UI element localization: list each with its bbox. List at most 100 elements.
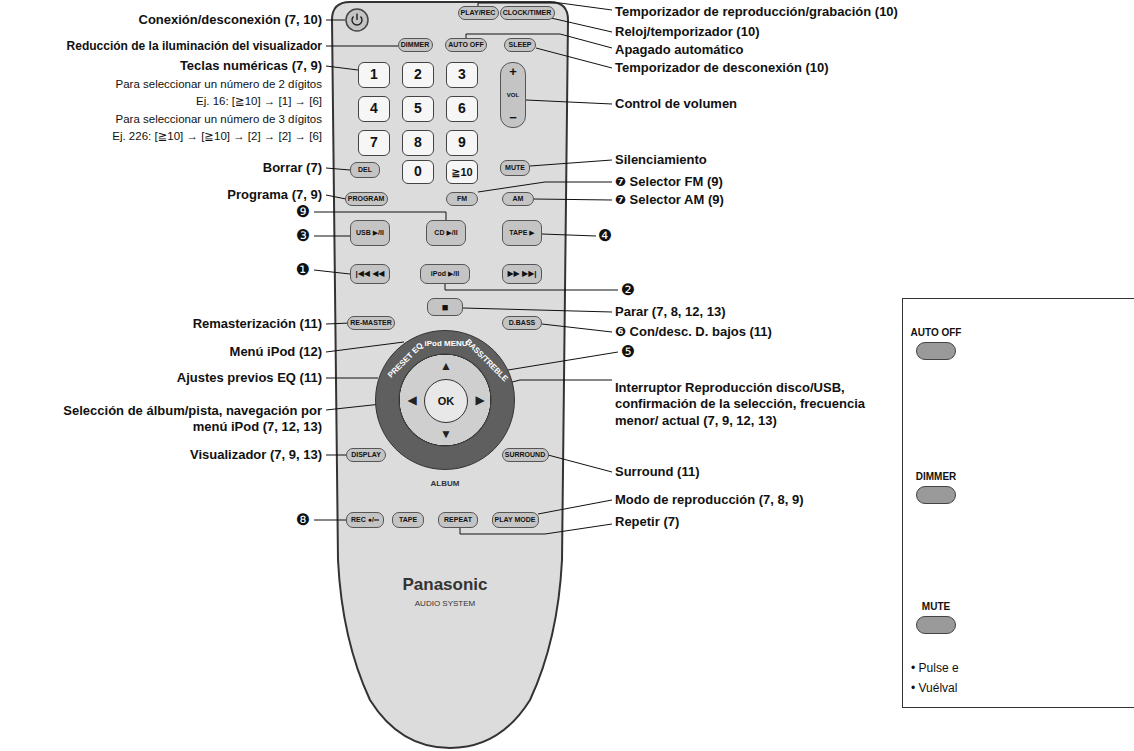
button-label: − [509, 111, 517, 125]
remote-button: DIMMER [906, 471, 966, 515]
callout-label: Ajustes previos EQ (11) [177, 370, 322, 386]
remote-button: OK [424, 379, 468, 423]
callout-label: Modo de reproducción (7, 8, 9) [615, 492, 804, 508]
key-label: ≧10 [451, 166, 472, 178]
callout-label: Programa (7, 9) [227, 187, 322, 203]
leader-line [542, 324, 612, 332]
leader-line [326, 195, 346, 199]
leader-line [326, 168, 350, 170]
button-label: Panasonic [402, 576, 487, 595]
leader-line [314, 520, 346, 521]
leader-line [314, 236, 350, 237]
callout-label: Menú iPod (12) [230, 344, 322, 360]
callout-number: ❸ [296, 226, 310, 246]
key-label: 3 [458, 67, 466, 82]
remote-button: MUTE [500, 160, 530, 176]
leader-line [326, 402, 400, 410]
remote-button: CLOCK/TIMER [500, 6, 555, 20]
callout-label: Para seleccionar un número de 2 dígitos [116, 77, 322, 91]
remote-button: SLEEP [504, 38, 536, 52]
callout-label: Remasterización (11) [193, 316, 322, 332]
callout-label: Teclas numéricas (7, 9) [180, 58, 322, 74]
callout-label: Reducción de la iluminación del visualiz… [67, 39, 322, 54]
leader-line [551, 18, 612, 32]
power-button-body [346, 9, 368, 31]
button-label: ▲ [440, 360, 452, 373]
leader-line [538, 500, 612, 514]
button-label: iPod ▶/II [431, 270, 459, 278]
callout-label: Ej. 226: [≧10] → [≧10] → [2] → [2] → [6] [112, 129, 322, 143]
callout-label: Para seleccionar un número de 3 dígitos [116, 112, 322, 126]
button-label: DISPLAY [351, 451, 381, 459]
remote-button: MUTE [906, 601, 966, 645]
remote-control: ALBUM PanasonicAUDIO SYSTEM PLAY/REC CLOCK/… [330, 0, 570, 751]
button-label: |◀◀ ◀◀ [355, 270, 384, 279]
button-label: iPod MENU [424, 340, 467, 349]
remote-button: USB ▶/II [350, 220, 390, 246]
button-label: AUDIO SYSTEM [415, 600, 475, 609]
button-label: MUTE [505, 164, 525, 172]
remote-button: DIMMER [398, 38, 433, 52]
leader-line [508, 352, 618, 370]
leader-line [326, 455, 346, 456]
leader-line [466, 380, 612, 394]
button-label: MUTE [922, 601, 950, 612]
button-label: REC ●/∞ [351, 516, 379, 524]
callout-label: Reloj/temporizador (10) [615, 24, 759, 40]
callout-label: Temporizador de desconexión (10) [615, 60, 829, 76]
button-label: SLEEP [509, 41, 532, 49]
button-label: ▶▶ ▶▶| [507, 270, 536, 279]
leader-line [326, 342, 404, 352]
callout-label: ❼ Selector AM (9) [615, 192, 724, 208]
button-label: ◀ [407, 394, 416, 407]
callout-number: ❽ [296, 510, 310, 530]
button-label: CLOCK/TIMER [503, 9, 552, 17]
button-label: SURROUND [505, 451, 545, 459]
leader-lines [314, 3, 618, 534]
button-label: CD ▶/II [434, 229, 457, 237]
remote-button: AUTO OFF [445, 38, 487, 52]
key-label: 8 [414, 135, 422, 150]
remote-button: RE-MASTER [347, 316, 395, 330]
leader-line [536, 48, 612, 68]
leader-line [466, 34, 612, 48]
button-label: REPEAT [444, 516, 472, 524]
button-label: FM [457, 195, 467, 203]
number-key: 8 [402, 130, 434, 156]
button-label: ALBUM [431, 480, 460, 489]
button-label: ▼ [440, 428, 452, 441]
remote-button: DISPLAY [346, 448, 386, 462]
number-key: 5 [402, 96, 434, 122]
button-label: DIMMER [916, 471, 957, 482]
button-label: TAPE [399, 516, 417, 524]
power-button [346, 9, 368, 31]
callout-label: Visualizador (7, 9, 13) [190, 447, 322, 463]
remote-button: ▶▶ ▶▶| [502, 264, 542, 284]
remote-button: AM [502, 192, 534, 206]
button-label: + [509, 65, 517, 79]
callout-number: ❶ [296, 260, 310, 280]
callout-label: Surround (11) [615, 464, 700, 480]
key-label: 6 [458, 101, 466, 116]
remote-button: |◀◀ ◀◀ [350, 264, 390, 284]
leader-line [314, 270, 350, 274]
remote-button: REPEAT [438, 512, 478, 528]
remote-button: REC ●/∞ [346, 512, 384, 528]
number-key: 4 [358, 96, 390, 122]
remote-button: D.BASS [502, 316, 542, 330]
callout-label: Control de volumen [615, 96, 737, 112]
leader-line [445, 284, 618, 290]
key-label: 0 [414, 164, 422, 179]
callout-label: Borrar (7) [263, 160, 322, 176]
number-key: 0 [402, 160, 434, 184]
remote-button: PLAY/REC [458, 6, 499, 20]
navigation-ring: iPod MENUPRESET EQBASS/TREBLE▲◀▶▼OK [375, 330, 515, 470]
button-label: D.BASS [509, 319, 535, 327]
callout-label: ❻ Con/desc. D. bajos (11) [615, 324, 772, 340]
remote-button: TAPE [392, 512, 424, 528]
number-key: 6 [446, 96, 478, 122]
leader-line [326, 46, 398, 47]
callout-label: Apagado automático [615, 42, 744, 58]
button-label: AUTO OFF [911, 327, 962, 338]
